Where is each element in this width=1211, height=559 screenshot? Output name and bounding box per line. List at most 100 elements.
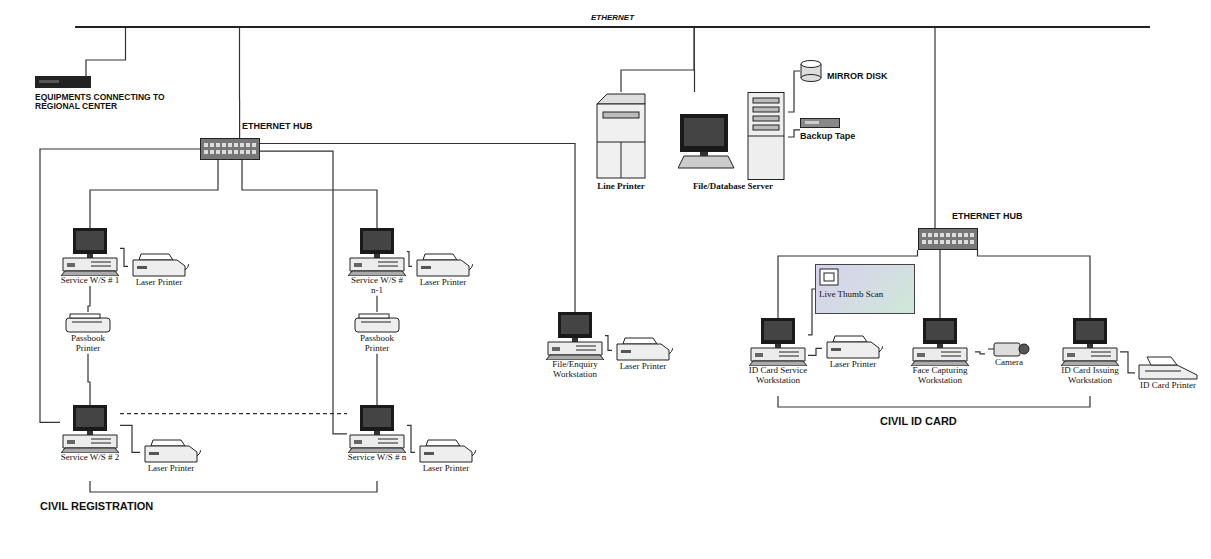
network-cable xyxy=(120,248,128,266)
ethernet-bus: ETHERNET xyxy=(75,14,1150,28)
device-label: Face Capturing Workstation xyxy=(905,366,975,386)
database-server-icon xyxy=(678,92,788,180)
laser-printer-icon xyxy=(129,252,189,278)
device-label: Laser Printer xyxy=(140,464,202,474)
device-label: ETHERNET HUB xyxy=(952,211,1023,221)
workstation-icon xyxy=(749,318,807,366)
mirror-disk-icon xyxy=(800,60,822,82)
laser-printer: Laser Printer xyxy=(412,252,474,288)
group-label: CIVIL REGISTRATION xyxy=(40,500,153,512)
workstation: ID Card Service Workstation xyxy=(748,318,808,386)
network-cable xyxy=(808,289,815,335)
network-cable xyxy=(978,250,1091,318)
workstation-icon xyxy=(348,405,406,453)
passbook-printer: Passbook Printer xyxy=(60,312,116,354)
device-label: Laser Printer xyxy=(128,278,190,288)
device-label: Service W/S # 1 xyxy=(60,276,120,286)
device-label: MIRROR DISK xyxy=(827,72,888,82)
laser-printer: Laser Printer xyxy=(140,438,202,474)
camera: Camera xyxy=(985,340,1033,368)
device-label: Backup Tape xyxy=(800,132,890,142)
device-label: Laser Printer xyxy=(612,362,674,372)
laser-printer-icon xyxy=(823,334,883,360)
workstation-icon xyxy=(546,312,604,360)
regional-link-equipment: EQUIPMENTS CONNECTING TO REGIONAL CENTER xyxy=(35,76,205,112)
workstation-icon xyxy=(911,318,969,366)
device-label: Service W/S # n xyxy=(347,453,407,463)
laser-printer: Laser Printer xyxy=(415,438,477,474)
network-cable xyxy=(239,28,240,138)
workstation: ID Card Issuing Workstation xyxy=(1060,318,1120,386)
backup-tape: Backup Tape xyxy=(800,118,890,142)
device-label: Laser Printer xyxy=(412,278,474,288)
workstation-icon xyxy=(61,405,119,453)
laser-printer: Laser Printer xyxy=(822,334,884,370)
ethernet-hub-icon xyxy=(200,138,260,160)
regional-link-equipment-icon xyxy=(35,76,91,88)
laser-printer-icon xyxy=(413,252,473,278)
device-label: Laser Printer xyxy=(415,464,477,474)
laser-printer: Laser Printer xyxy=(128,252,190,288)
network-cable xyxy=(260,144,575,313)
workstation: Service W/S # 1 xyxy=(60,228,120,286)
ethernet-hub: ETHERNET HUB xyxy=(910,228,985,250)
workstation-icon xyxy=(348,228,406,276)
passbook-printer-icon xyxy=(351,312,403,334)
device-label: Service W/S # n-1 xyxy=(347,276,407,296)
network-cable xyxy=(1120,352,1135,373)
network-cable xyxy=(694,28,695,92)
id-card-printer: ID Card Printer xyxy=(1135,355,1201,391)
group-bracket xyxy=(778,396,1090,407)
network-cable xyxy=(88,354,90,405)
workstation-icon xyxy=(61,228,119,276)
network-cable xyxy=(376,296,377,312)
device-label: Passbook Printer xyxy=(60,334,116,354)
network-cable xyxy=(788,71,800,112)
database-server: File/Database Server xyxy=(678,92,788,192)
network-cable xyxy=(242,160,377,228)
device-label: Laser Printer xyxy=(822,360,884,370)
device-label: File/Database Server xyxy=(678,182,788,192)
device-label: ETHERNET xyxy=(75,14,1150,23)
backup-tape-icon xyxy=(800,118,840,128)
device-label: EQUIPMENTS CONNECTING TO REGIONAL CENTER xyxy=(35,93,205,112)
thumb-scan-panel-icon xyxy=(819,268,839,286)
thumb-scan-panel: Live Thumb Scan xyxy=(815,264,915,314)
workstation: Face Capturing Workstation xyxy=(905,318,975,386)
device-label: Passbook Printer xyxy=(349,334,405,354)
workstation: Service W/S # n-1 xyxy=(347,228,407,296)
id-card-printer-icon xyxy=(1137,355,1199,381)
line-printer-icon xyxy=(593,92,649,180)
workstation: Service W/S # n xyxy=(347,405,407,463)
group-bracket xyxy=(90,481,377,492)
workstation-icon xyxy=(1061,318,1119,366)
workstation: Service W/S # 2 xyxy=(60,405,120,463)
network-cable xyxy=(407,252,412,267)
ethernet-hub: ETHERNET HUB xyxy=(200,138,260,160)
network-cable xyxy=(605,336,612,351)
mirror-disk: MIRROR DISK xyxy=(800,60,910,82)
network-cable xyxy=(88,286,90,312)
workstation: File/Enquiry Workstation xyxy=(545,312,605,380)
device-label: ID Card Service Workstation xyxy=(748,366,808,386)
network-cable xyxy=(376,354,377,405)
network-cable xyxy=(407,425,415,452)
network-cable xyxy=(90,160,218,228)
network-cable xyxy=(788,130,800,137)
network-cable xyxy=(934,28,935,228)
network-cable xyxy=(975,352,985,354)
network-cable xyxy=(808,348,822,355)
device-label: Live Thumb Scan xyxy=(819,290,911,300)
passbook-printer: Passbook Printer xyxy=(349,312,405,354)
device-label: ETHERNET HUB xyxy=(242,121,313,131)
passbook-printer-icon xyxy=(62,312,114,334)
device-label: Line Printer xyxy=(590,182,652,192)
laser-printer-icon xyxy=(416,438,476,464)
ethernet-hub-icon xyxy=(918,228,978,250)
network-cable xyxy=(778,250,918,318)
network-cable xyxy=(86,28,126,76)
device-label: ID Card Issuing Workstation xyxy=(1060,366,1120,386)
network-cable xyxy=(260,151,347,434)
device-label: Camera xyxy=(985,358,1033,368)
device-label: Service W/S # 2 xyxy=(60,453,120,463)
